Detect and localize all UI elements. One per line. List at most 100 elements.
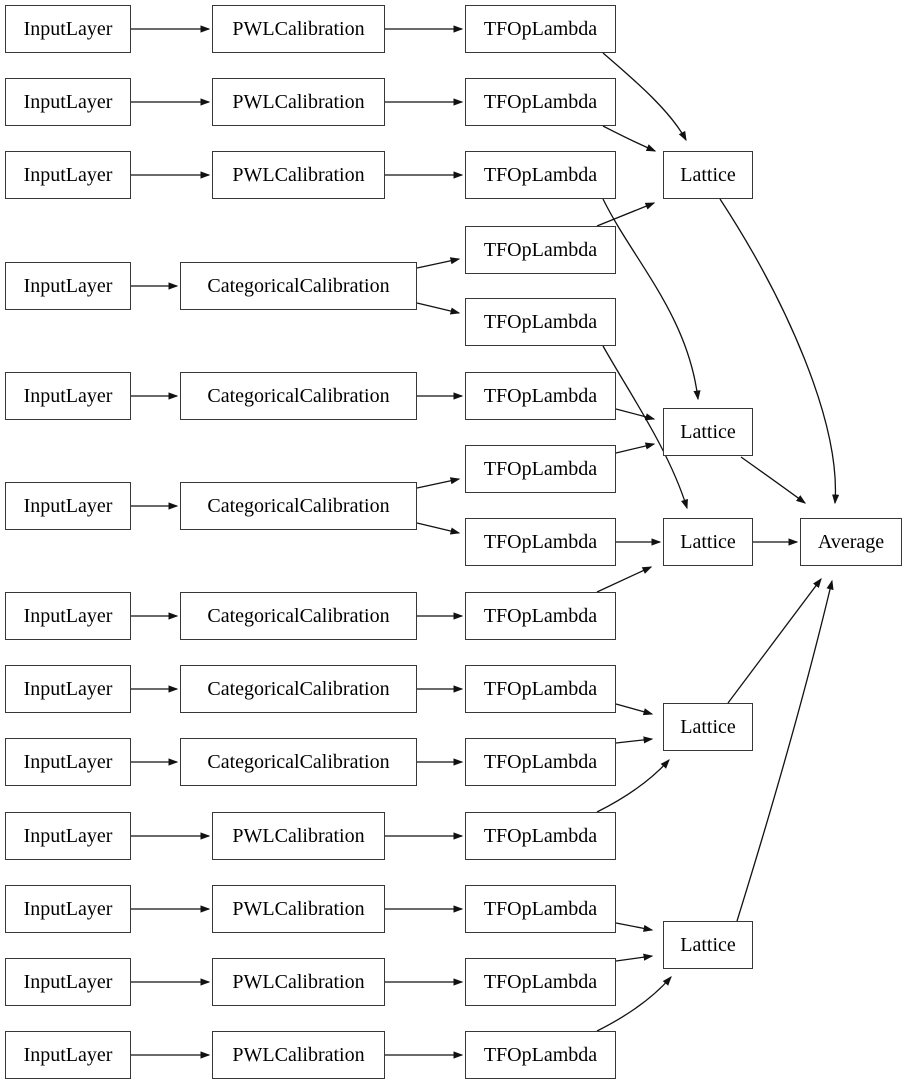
edge-tfl15-lat5: [596, 976, 672, 1032]
node-lattice-lat4: Lattice: [663, 703, 753, 751]
node-inputlayer-il1: InputLayer: [5, 5, 131, 53]
node-label: InputLayer: [23, 385, 113, 407]
node-lattice-lat3: Lattice: [663, 518, 753, 566]
edge-cc3-tfl7: [416, 477, 461, 489]
edge-tfl14-lat5: [615, 953, 654, 962]
node-tfoplambda-tfl8: TFOpLambda: [465, 518, 616, 566]
node-lattice-lat1: Lattice: [663, 151, 753, 199]
edge-tfl9-lat3: [596, 566, 653, 593]
node-tfoplambda-tfl9: TFOpLambda: [465, 592, 616, 640]
node-label: TFOpLambda: [483, 18, 598, 40]
node-label: TFOpLambda: [483, 531, 598, 553]
node-tfoplambda-tfl14: TFOpLambda: [465, 958, 616, 1006]
node-pwlcalibration-pwl2: PWLCalibration: [212, 78, 385, 126]
node-label: InputLayer: [23, 18, 113, 40]
node-label: TFOpLambda: [483, 91, 598, 113]
node-label: TFOpLambda: [483, 458, 598, 480]
edge-tfl4-lat1: [596, 202, 656, 227]
node-label: CategoricalCalibration: [207, 275, 390, 297]
node-label: InputLayer: [23, 971, 113, 993]
node-label: PWLCalibration: [232, 971, 365, 993]
edge-tfl3-lat2: [602, 198, 701, 401]
node-inputlayer-il12: InputLayer: [5, 958, 131, 1006]
node-inputlayer-il7: InputLayer: [5, 592, 131, 640]
node-label: CategoricalCalibration: [207, 678, 390, 700]
node-label: CategoricalCalibration: [207, 385, 390, 407]
node-label: TFOpLambda: [483, 311, 598, 333]
node-tfoplambda-tfl11: TFOpLambda: [465, 738, 616, 786]
node-inputlayer-il4: InputLayer: [5, 262, 131, 310]
edge-tfl11-lat4: [615, 736, 654, 744]
node-pwlcalibration-pwl1: PWLCalibration: [212, 5, 385, 53]
node-label: Lattice: [680, 716, 736, 738]
node-categoricalcalibration-cc5: CategoricalCalibration: [180, 665, 417, 713]
node-label: InputLayer: [23, 678, 113, 700]
node-label: PWLCalibration: [232, 825, 365, 847]
edge-lat4-avg: [727, 577, 822, 704]
node-label: TFOpLambda: [483, 1044, 598, 1066]
node-label: InputLayer: [23, 164, 113, 186]
node-inputlayer-il2: InputLayer: [5, 78, 131, 126]
node-label: InputLayer: [23, 898, 113, 920]
node-label: Lattice: [680, 934, 736, 956]
node-label: TFOpLambda: [483, 678, 598, 700]
node-label: Lattice: [680, 421, 736, 443]
edge-tfl12-lat4: [596, 759, 670, 813]
node-categoricalcalibration-cc2: CategoricalCalibration: [180, 372, 417, 420]
node-label: InputLayer: [23, 1044, 113, 1066]
node-inputlayer-il8: InputLayer: [5, 665, 131, 713]
node-inputlayer-il3: InputLayer: [5, 151, 131, 199]
node-tfoplambda-tfl5: TFOpLambda: [465, 298, 616, 346]
node-inputlayer-il5: InputLayer: [5, 372, 131, 420]
node-label: TFOpLambda: [483, 239, 598, 261]
node-label: TFOpLambda: [483, 164, 598, 186]
node-label: Lattice: [680, 164, 736, 186]
node-inputlayer-il13: InputLayer: [5, 1031, 131, 1079]
node-label: InputLayer: [23, 605, 113, 627]
node-categoricalcalibration-cc3: CategoricalCalibration: [180, 482, 417, 530]
node-label: PWLCalibration: [232, 1044, 365, 1066]
edge-tfl13-lat5: [615, 922, 654, 932]
node-label: PWLCalibration: [232, 164, 365, 186]
edge-cc3-tfl8: [416, 522, 461, 535]
node-label: CategoricalCalibration: [207, 495, 390, 517]
node-label: InputLayer: [23, 495, 113, 517]
node-tfoplambda-tfl6: TFOpLambda: [465, 372, 616, 420]
node-label: InputLayer: [23, 825, 113, 847]
node-label: TFOpLambda: [483, 385, 598, 407]
node-tfoplambda-tfl2: TFOpLambda: [465, 78, 616, 126]
node-tfoplambda-tfl10: TFOpLambda: [465, 665, 616, 713]
node-tfoplambda-tfl4: TFOpLambda: [465, 226, 616, 274]
node-lattice-lat2: Lattice: [663, 408, 753, 456]
node-label: TFOpLambda: [483, 825, 598, 847]
node-label: TFOpLambda: [483, 751, 598, 773]
edge-tfl1-lat1: [602, 52, 687, 142]
node-label: TFOpLambda: [483, 971, 598, 993]
node-label: InputLayer: [23, 751, 113, 773]
node-label: TFOpLambda: [483, 605, 598, 627]
node-tfoplambda-tfl7: TFOpLambda: [465, 445, 616, 493]
node-label: PWLCalibration: [232, 18, 365, 40]
node-pwlcalibration-pwl4: PWLCalibration: [212, 812, 385, 860]
node-pwlcalibration-pwl7: PWLCalibration: [212, 1031, 385, 1079]
node-label: CategoricalCalibration: [207, 751, 390, 773]
edge-lat5-avg: [736, 579, 834, 922]
node-tfoplambda-tfl15: TFOpLambda: [465, 1031, 616, 1079]
node-tfoplambda-tfl3: TFOpLambda: [465, 151, 616, 199]
node-average-avg: Average: [800, 518, 902, 566]
node-categoricalcalibration-cc1: CategoricalCalibration: [180, 262, 417, 310]
edge-cc1-tfl4: [416, 257, 461, 269]
edge-tfl5-lat3: [602, 345, 688, 510]
node-categoricalcalibration-cc4: CategoricalCalibration: [180, 592, 417, 640]
edge-tfl7-lat2: [615, 442, 656, 454]
edge-tfl2-lat1: [602, 125, 657, 152]
node-label: Lattice: [680, 531, 736, 553]
node-inputlayer-il10: InputLayer: [5, 812, 131, 860]
node-label: PWLCalibration: [232, 898, 365, 920]
node-lattice-lat5: Lattice: [663, 921, 753, 969]
node-inputlayer-il9: InputLayer: [5, 738, 131, 786]
edge-lat1-avg: [719, 198, 840, 505]
node-tfoplambda-tfl13: TFOpLambda: [465, 885, 616, 933]
